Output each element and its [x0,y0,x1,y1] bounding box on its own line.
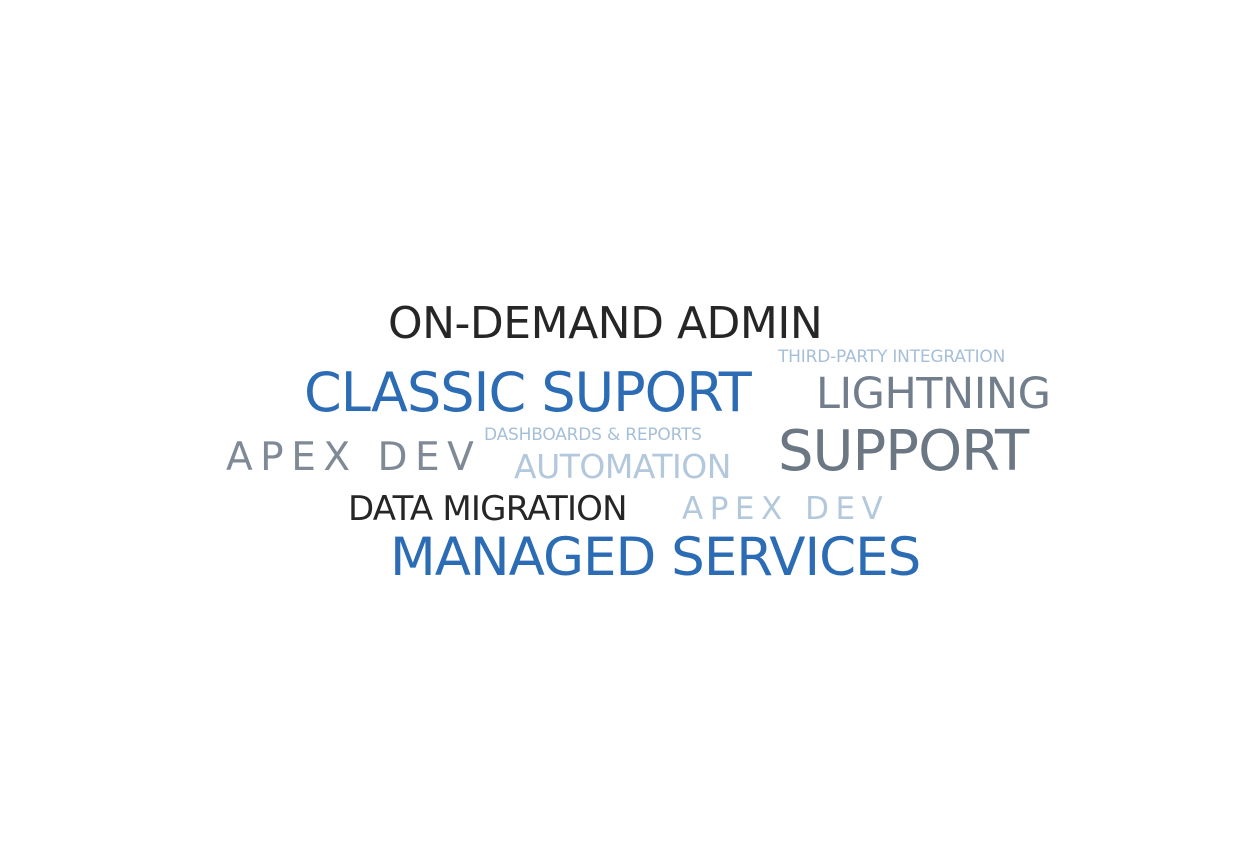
word-classic-suport: CLASSIC SUPORT [304,361,752,424]
word-apex-dev: APEX DEV [226,435,482,480]
word-on-demand-admin: ON-DEMAND ADMIN [388,298,823,349]
word-third-party-integration: THIRD-PARTY INTEGRATION [778,347,1006,367]
word-lightning: LIGHTNING [816,369,1051,419]
word-support: SUPPORT [778,419,1029,484]
word-managed-services: MANAGED SERVICES [390,527,921,588]
word-data-migration: DATA MIGRATION [348,489,628,529]
word-dashboards-reports: DASHBOARDS & REPORTS [484,425,702,445]
word-apex-dev-light: APEX DEV [682,491,890,527]
word-automation: AUTOMATION [514,447,731,486]
